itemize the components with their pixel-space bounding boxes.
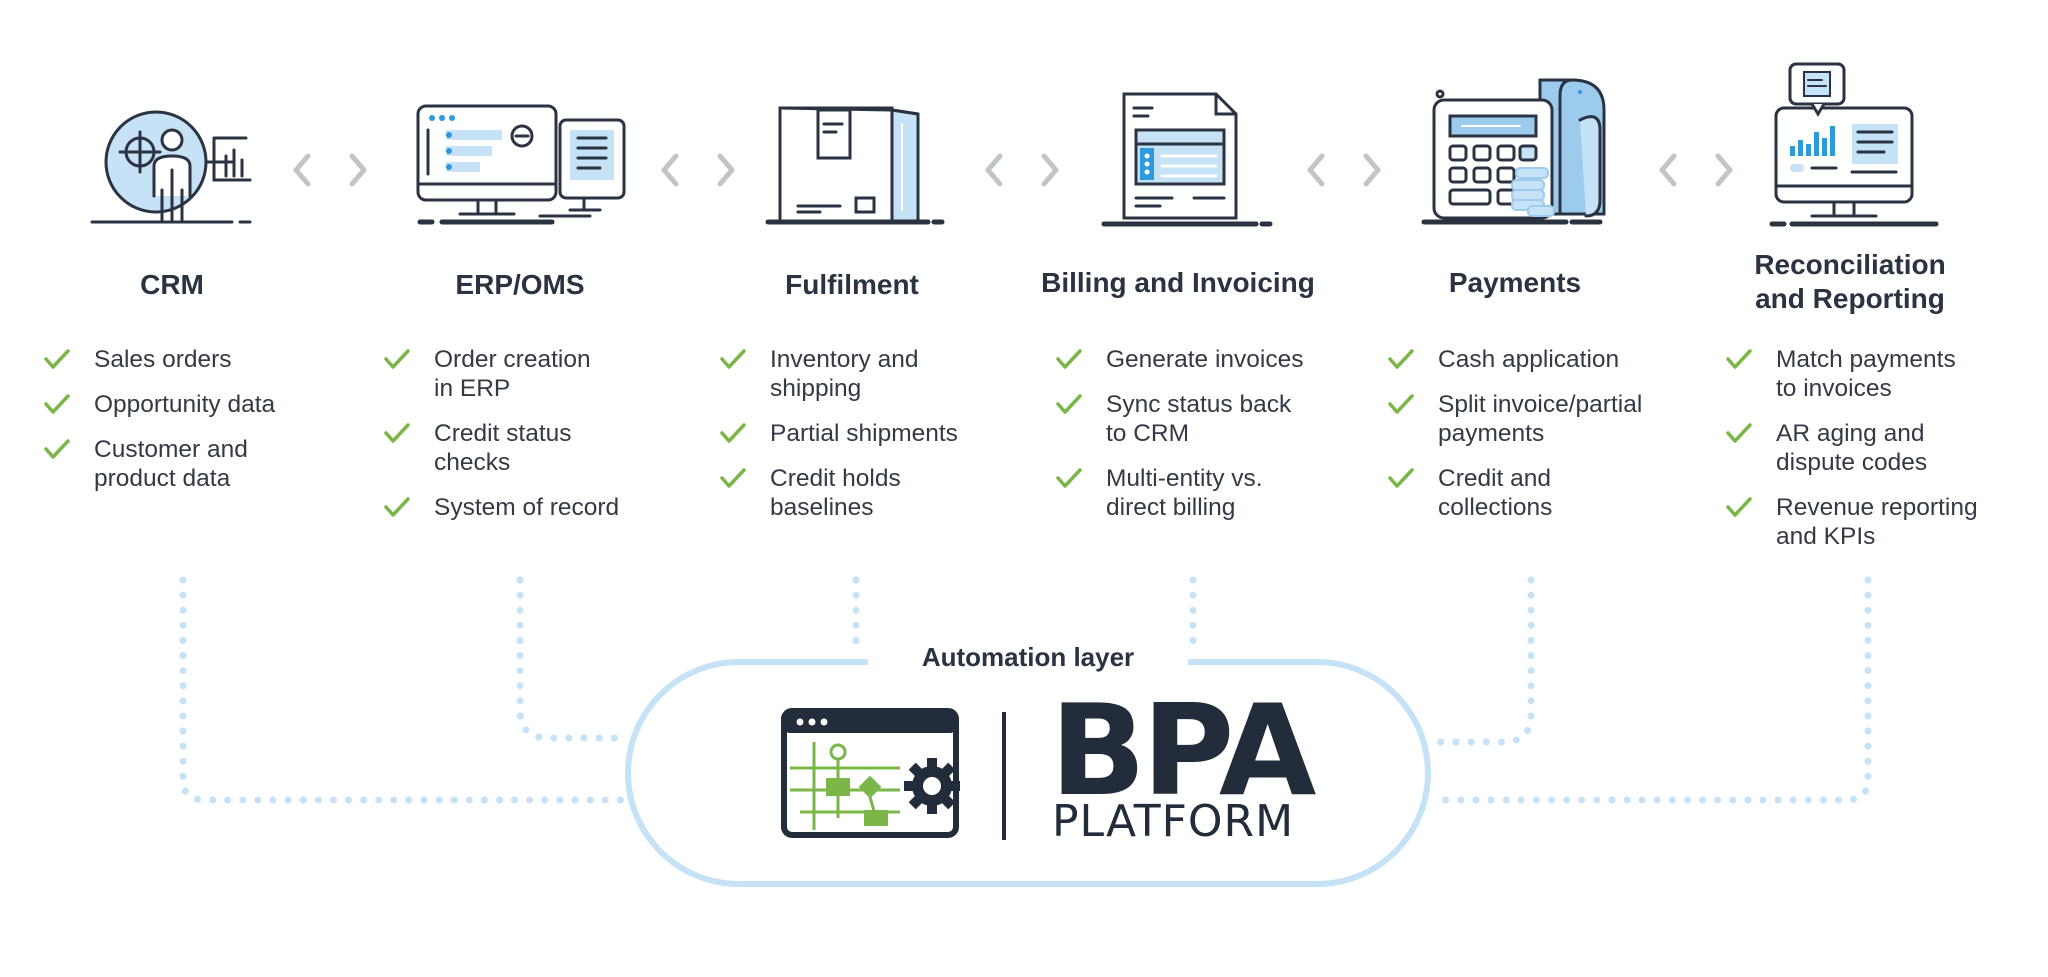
list-item: Credit holds baselines — [720, 464, 1030, 522]
chevron-left-icon — [1659, 153, 1677, 187]
list-item: Split invoice/partial payments — [1388, 390, 1698, 448]
stage-title-fulfilment: Fulfilment — [785, 269, 919, 300]
list-item: AR aging and dispute codes — [1726, 419, 2036, 477]
checkmark-icon — [384, 349, 410, 369]
connector-crm — [179, 576, 632, 804]
arrow-pair-2 — [661, 153, 735, 187]
arrow-pair-1 — [293, 153, 367, 187]
checkmark-icon — [1726, 349, 1752, 369]
checkmark-icon — [1726, 423, 1752, 443]
calculator-coins-icon — [1421, 78, 1606, 225]
checkmark-icon — [44, 439, 70, 459]
stage-title-payments: Payments — [1448, 267, 1582, 298]
checkmark-icon — [1388, 394, 1414, 414]
stage-title-billing: Billing and Invoicing — [1041, 267, 1315, 298]
checkmark-icon — [1056, 394, 1082, 414]
list-item: Credit status checks — [384, 419, 694, 477]
checkmark-icon — [1388, 468, 1414, 488]
stage-title-erp: ERP/OMS — [455, 269, 585, 300]
stage-title-reconciliation: Reconciliation and Reporting — [1754, 249, 1946, 314]
stage-list-fulfilment: Inventory and shipping Partial shipments… — [720, 345, 1030, 538]
checkmark-icon — [1056, 349, 1082, 369]
checkmark-icon — [720, 349, 746, 369]
checkmark-icon — [384, 497, 410, 517]
checkmark-icon — [384, 423, 410, 443]
stage-list-erp: Order creation in ERP Credit status chec… — [384, 345, 694, 538]
reporting-monitor-icon — [1769, 62, 1939, 227]
list-item: Sync status back to CRM — [1056, 390, 1366, 448]
chevron-left-icon — [661, 153, 679, 187]
list-item: Match payments to invoices — [1726, 345, 2036, 403]
checkmark-icon — [1056, 468, 1082, 488]
list-item: Opportunity data — [44, 390, 354, 419]
stage-list-payments: Cash application Split invoice/partial p… — [1388, 345, 1698, 538]
connector-payments — [1432, 576, 1535, 746]
chevron-right-icon — [717, 153, 735, 187]
list-item: System of record — [384, 493, 694, 522]
bpa-brand-text: BPA — [1050, 677, 1316, 824]
arrow-pair-3 — [985, 153, 1059, 187]
automation-layer-label: Automation layer — [868, 642, 1188, 673]
invoice-document-icon — [1101, 92, 1273, 227]
stage-list-crm: Sales orders Opportunity data Customer a… — [44, 345, 354, 509]
checkmark-icon — [720, 468, 746, 488]
checkmark-icon — [44, 349, 70, 369]
erp-monitors-icon — [416, 104, 626, 225]
connector-erp — [516, 576, 632, 742]
list-item: Cash application — [1388, 345, 1698, 374]
checkmark-icon — [1388, 349, 1414, 369]
list-item: Credit and collections — [1388, 464, 1698, 522]
arrow-pair-4 — [1307, 153, 1381, 187]
chevron-right-icon — [349, 153, 367, 187]
chevron-right-icon — [1363, 153, 1381, 187]
list-item: Sales orders — [44, 345, 354, 374]
chevron-left-icon — [293, 153, 311, 187]
list-item: Revenue reporting and KPIs — [1726, 493, 2036, 551]
stage-list-billing: Generate invoices Sync status back to CR… — [1056, 345, 1366, 538]
platform-text: PLATFORM — [1052, 796, 1295, 847]
arrow-pair-5 — [1659, 153, 1733, 187]
checkmark-icon — [44, 394, 70, 414]
crm-person-target-icon — [90, 110, 252, 224]
list-item: Customer and product data — [44, 435, 354, 493]
list-item: Multi-entity vs. direct billing — [1056, 464, 1366, 522]
chevron-right-icon — [1715, 153, 1733, 187]
list-item: Generate invoices — [1056, 345, 1366, 374]
checkmark-icon — [720, 423, 746, 443]
connector-reconciliation — [1432, 576, 1872, 804]
workflow-gear-window-icon — [781, 708, 960, 838]
chevron-right-icon — [1041, 153, 1059, 187]
checkmark-icon — [1726, 497, 1752, 517]
stage-title-crm: CRM — [140, 269, 204, 300]
stage-list-reconciliation: Match payments to invoices AR aging and … — [1726, 345, 2036, 567]
fulfilment-box-icon — [765, 106, 945, 225]
list-item: Inventory and shipping — [720, 345, 1030, 403]
list-item: Partial shipments — [720, 419, 1030, 448]
chevron-left-icon — [985, 153, 1003, 187]
list-item: Order creation in ERP — [384, 345, 694, 403]
chevron-left-icon — [1307, 153, 1325, 187]
